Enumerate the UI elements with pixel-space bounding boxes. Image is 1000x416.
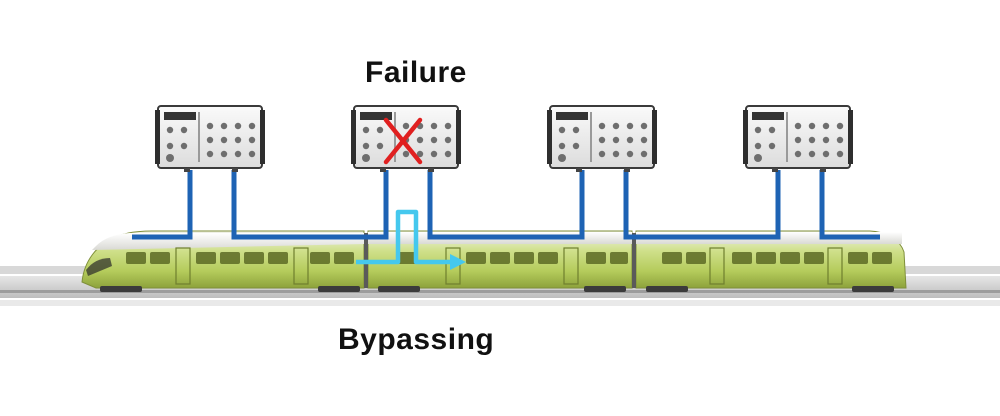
network-links [132,170,880,240]
link-1-2 [231,170,389,240]
switch-2 [351,105,461,172]
switch-3 [547,105,657,172]
train [81,230,907,292]
link-3-4 [623,170,781,240]
switch-4 [743,105,853,172]
bypassing-label: Bypassing [338,323,495,356]
link-ring-left [132,170,193,240]
switch-1 [155,105,265,172]
bypass-arrow [356,209,466,270]
failure-label: Failure [365,56,467,89]
link-2-3 [427,170,585,240]
failure-x-icon [383,117,423,165]
link-ring-right [819,170,880,240]
